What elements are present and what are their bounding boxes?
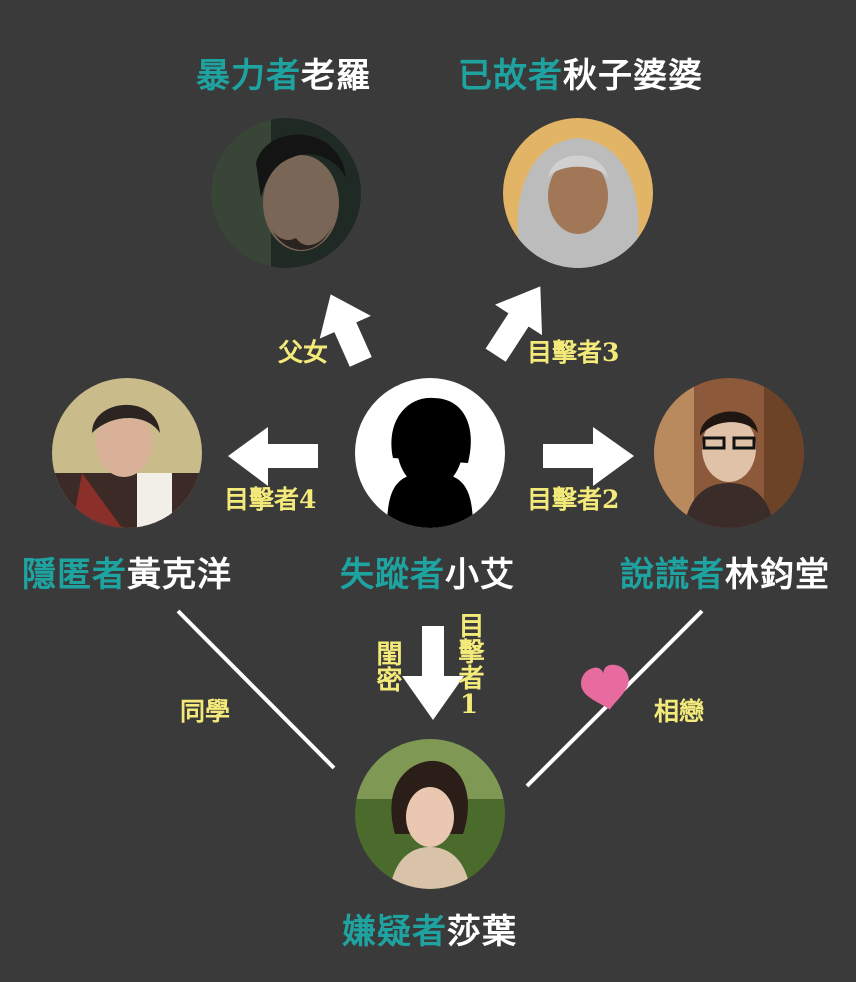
relation-guimi: 閨密 (372, 640, 402, 692)
node-label-xiaoai: 失蹤者小艾 (340, 558, 515, 592)
role-label: 說謊者 (620, 555, 725, 595)
avatar-laoluo (211, 118, 361, 268)
person-name: 秋子婆婆 (563, 56, 703, 96)
relation-tongxue: 同學 (180, 697, 231, 726)
node-label-lin: 說謊者林鈞堂 (620, 558, 830, 592)
role-label: 嫌疑者 (342, 912, 447, 952)
person-name: 小艾 (445, 555, 515, 595)
arrow-to-shaye (402, 626, 464, 720)
relation-xianglian: 相戀 (654, 697, 705, 726)
relation-mujizhe2: 目擊者2 (527, 485, 620, 514)
avatar-qiuzi (503, 118, 653, 268)
person-name: 黃克洋 (127, 555, 232, 595)
arrow-to-laoluo (319, 294, 372, 367)
role-label: 暴力者 (196, 56, 301, 96)
avatar-xiaoai (355, 378, 505, 528)
relation-mujizhe3: 目擊者3 (527, 338, 620, 367)
avatar-lin (654, 378, 804, 528)
person-name: 林鈞堂 (725, 555, 830, 595)
avatar-shaye (355, 739, 505, 889)
heart-icon (581, 664, 629, 710)
node-label-laoluo: 暴力者老羅 (196, 59, 371, 93)
role-label: 隱匿者 (22, 555, 127, 595)
person-name: 老羅 (301, 56, 371, 96)
relation-mujizhe1: 目擊者1 (454, 612, 484, 720)
arrow-to-huang (228, 427, 318, 486)
line-tongxue (176, 609, 336, 770)
node-label-huang: 隱匿者黃克洋 (22, 558, 232, 592)
person-name: 莎葉 (447, 912, 517, 952)
relation-mujizhe4: 目擊者4 (224, 485, 317, 514)
arrow-to-qiuzi (485, 286, 543, 362)
node-label-qiuzi: 已故者秋子婆婆 (458, 59, 703, 93)
relation-fuqin: 父女 (278, 338, 329, 367)
node-label-shaye: 嫌疑者莎葉 (342, 915, 517, 949)
avatar-huang (52, 378, 202, 528)
role-label: 失蹤者 (340, 555, 445, 595)
arrow-to-lin (543, 427, 634, 486)
role-label: 已故者 (458, 56, 563, 96)
